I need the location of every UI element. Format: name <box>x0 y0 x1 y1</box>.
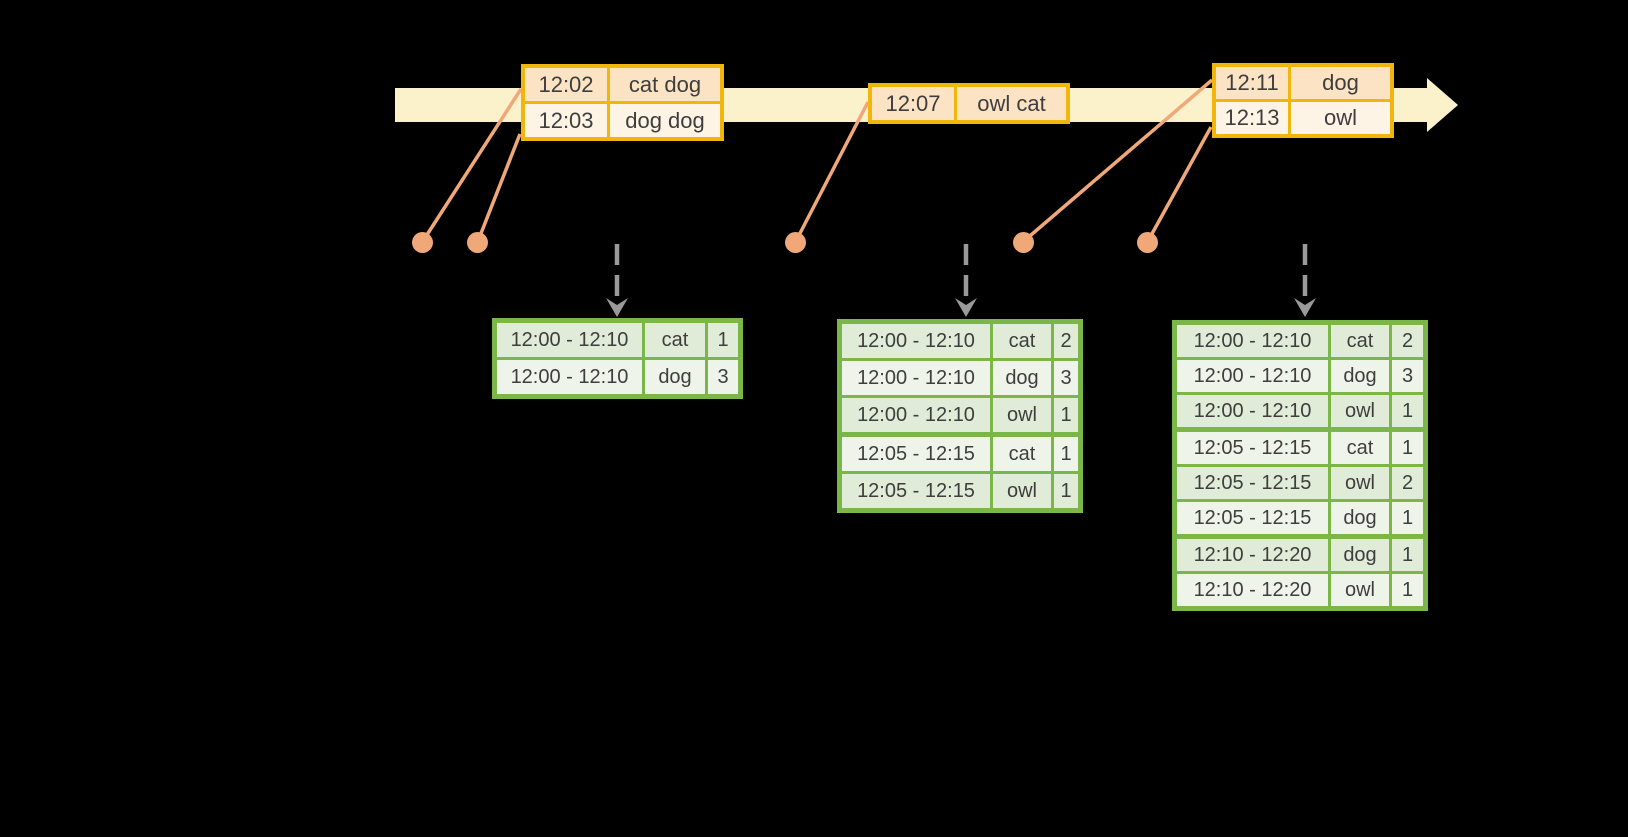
result-word: owl <box>1328 467 1392 499</box>
result-window: 12:00 - 12:10 <box>842 398 990 432</box>
trigger-arrow-head-icon <box>1294 298 1316 317</box>
event-marker-dot <box>785 232 806 253</box>
event-words: dog <box>1291 67 1390 99</box>
result-window: 12:00 - 12:10 <box>842 324 990 358</box>
event-words: dog dog <box>610 104 720 137</box>
result-count: 2 <box>1392 325 1423 357</box>
event-connector-line <box>1146 126 1213 242</box>
event-marker-dot <box>467 232 488 253</box>
result-word: cat <box>1328 432 1392 464</box>
result-word: dog <box>642 360 708 394</box>
event-words: cat dog <box>610 68 720 101</box>
result-window: 12:05 - 12:15 <box>1177 502 1328 534</box>
event-time: 12:03 <box>525 104 610 137</box>
result-window: 12:00 - 12:10 <box>842 361 990 395</box>
event-time: 12:02 <box>525 68 610 101</box>
result-window: 12:00 - 12:10 <box>1177 360 1328 392</box>
event-time: 12:11 <box>1216 67 1291 99</box>
result-window: 12:00 - 12:10 <box>497 360 642 394</box>
result-word: cat <box>990 437 1054 471</box>
result-count: 1 <box>708 323 738 357</box>
trigger-arrow-head-icon <box>606 298 628 317</box>
result-count: 3 <box>1392 360 1423 392</box>
result-count: 1 <box>1392 432 1423 464</box>
event-connector-line <box>794 101 870 242</box>
result-count: 1 <box>1392 395 1423 427</box>
result-window: 12:05 - 12:15 <box>1177 467 1328 499</box>
result-count: 1 <box>1392 539 1423 571</box>
result-window: 12:05 - 12:15 <box>1177 432 1328 464</box>
result-word: cat <box>642 323 708 357</box>
result-window: 12:05 - 12:15 <box>842 437 990 471</box>
event-marker-dot <box>412 232 433 253</box>
result-word: cat <box>1328 325 1392 357</box>
result-word: owl <box>1328 395 1392 427</box>
result-word: owl <box>1328 574 1392 606</box>
result-count: 2 <box>1392 467 1423 499</box>
event-connector-line <box>476 133 522 242</box>
result-count: 1 <box>1054 398 1078 432</box>
event-time: 12:07 <box>872 87 957 120</box>
event-marker-dot <box>1013 232 1034 253</box>
trigger-arrow-head-icon <box>955 298 977 317</box>
result-count: 3 <box>708 360 738 394</box>
result-word: owl <box>990 398 1054 432</box>
result-word: dog <box>1328 539 1392 571</box>
timeline-arrow-icon <box>1427 78 1458 132</box>
result-word: owl <box>990 474 1054 508</box>
result-window: 12:00 - 12:10 <box>1177 395 1328 427</box>
result-count: 1 <box>1392 502 1423 534</box>
result-count: 3 <box>1054 361 1078 395</box>
result-window: 12:00 - 12:10 <box>1177 325 1328 357</box>
result-word: dog <box>990 361 1054 395</box>
event-time: 12:13 <box>1216 102 1291 134</box>
result-count: 2 <box>1054 324 1078 358</box>
result-window: 12:10 - 12:20 <box>1177 574 1328 606</box>
event-marker-dot <box>1137 232 1158 253</box>
result-window: 12:10 - 12:20 <box>1177 539 1328 571</box>
result-window: 12:00 - 12:10 <box>497 323 642 357</box>
result-word: dog <box>1328 502 1392 534</box>
result-count: 1 <box>1392 574 1423 606</box>
result-count: 1 <box>1054 474 1078 508</box>
result-word: cat <box>990 324 1054 358</box>
event-words: owl <box>1291 102 1390 134</box>
result-window: 12:05 - 12:15 <box>842 474 990 508</box>
event-words: owl cat <box>957 87 1066 120</box>
result-count: 1 <box>1054 437 1078 471</box>
result-word: dog <box>1328 360 1392 392</box>
